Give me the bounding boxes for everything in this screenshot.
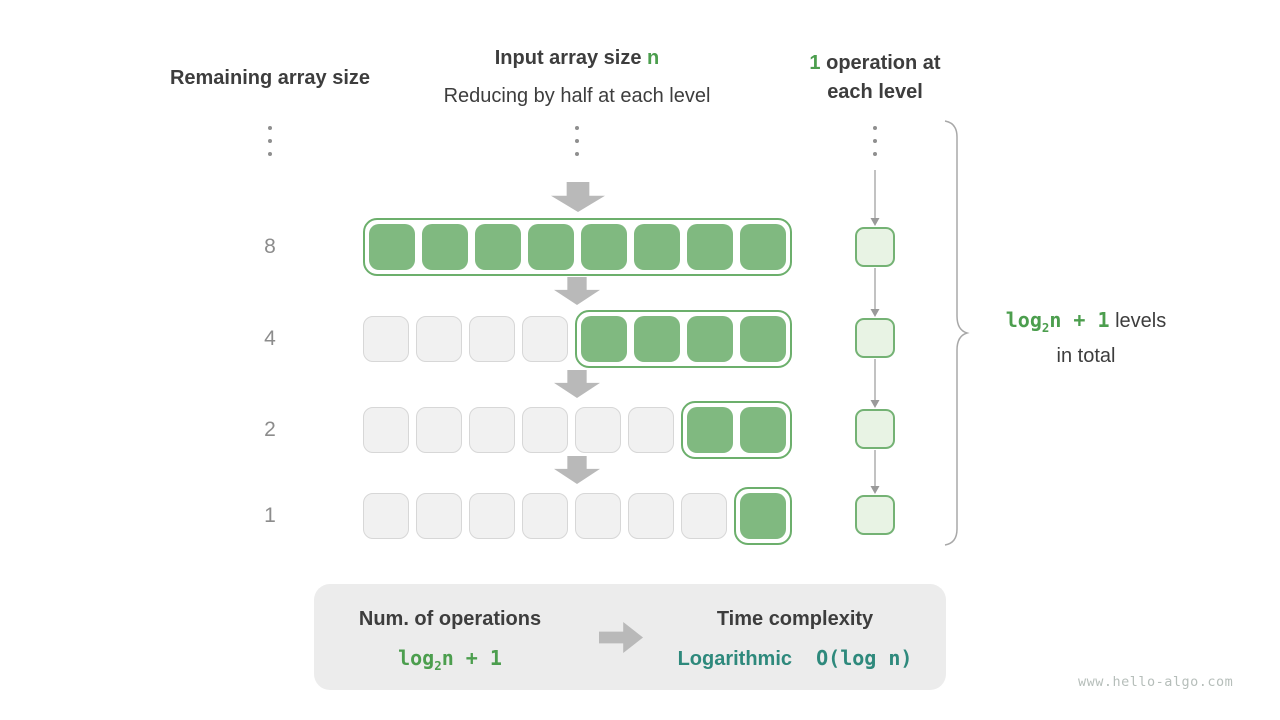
big-o-formula [792, 646, 816, 670]
array-cell-inactive [575, 493, 621, 539]
array-cell-inactive [416, 316, 462, 362]
dot-icon [575, 126, 579, 130]
operation-box [855, 409, 895, 449]
levels-total-line1: log2n + 1 levels [980, 306, 1192, 342]
big-o-formula-text: O(log n) [816, 646, 913, 670]
num-operations-block: Num. of operations log2n + 1 [340, 606, 560, 673]
array-cell-active [634, 316, 680, 362]
array-cell-active [528, 224, 574, 270]
array-row [363, 487, 792, 545]
down-arrow-icon [554, 277, 600, 305]
array-cell-inactive [469, 316, 515, 362]
array-cell-active [740, 316, 786, 362]
remaining-size-label: 8 [264, 235, 276, 258]
array-cell-inactive [522, 407, 568, 453]
array-cell-active [687, 407, 733, 453]
remaining-size-label: 1 [264, 504, 276, 527]
array-row [363, 401, 792, 459]
dot-icon [873, 152, 877, 156]
array-cell-inactive [363, 316, 409, 362]
array-cell-active [475, 224, 521, 270]
active-subarray-outline [363, 218, 792, 276]
array-cell-active [740, 407, 786, 453]
array-cell-inactive [575, 407, 621, 453]
active-subarray-outline [734, 487, 792, 545]
header-remaining-array-size: Remaining array size [169, 67, 371, 89]
right-ellipsis-dots [873, 126, 877, 156]
dot-icon [268, 126, 272, 130]
remaining-size-label: 4 [264, 327, 276, 350]
time-complexity-title: Time complexity [716, 608, 874, 630]
time-complexity-value: Logarithmic O(log n) [660, 646, 930, 671]
right-arrow-icon [599, 622, 643, 653]
array-row [363, 218, 792, 276]
down-arrow-icon [551, 182, 605, 212]
array-cell-active [687, 224, 733, 270]
array-cell-active [634, 224, 680, 270]
num-operations-formula: log2n + 1 [398, 646, 502, 673]
array-cell-inactive [469, 407, 515, 453]
array-cell-inactive [416, 493, 462, 539]
array-cell-inactive [363, 493, 409, 539]
dot-icon [268, 139, 272, 143]
header-one-operation: 1 operation at each level [787, 49, 963, 107]
dot-icon [575, 152, 579, 156]
dot-icon [268, 152, 272, 156]
levels-brace [944, 120, 970, 546]
operation-box [855, 495, 895, 535]
dot-icon [873, 139, 877, 143]
levels-total-label: log2n + 1 levels in total [980, 306, 1192, 371]
array-row [363, 310, 792, 368]
left-ellipsis-dots [268, 126, 272, 156]
array-cell-active [740, 224, 786, 270]
array-cell-inactive [416, 407, 462, 453]
down-arrow-icon [554, 456, 600, 484]
num-operations-title: Num. of operations [358, 608, 542, 630]
header-reducing-subtitle: Reducing by half at each level [443, 85, 711, 107]
watermark: www.hello-algo.com [1078, 674, 1234, 690]
operation-box [855, 318, 895, 358]
array-cell-inactive [469, 493, 515, 539]
active-subarray-outline [681, 401, 792, 459]
log-formula: log2n + 1 [1005, 308, 1110, 335]
array-cell-active [422, 224, 468, 270]
array-cell-inactive [522, 493, 568, 539]
center-ellipsis-dots [575, 126, 579, 156]
array-cell-active [369, 224, 415, 270]
down-arrow-icon [554, 370, 600, 398]
dot-icon [575, 139, 579, 143]
time-complexity-block: Time complexity Logarithmic O(log n) [660, 606, 930, 671]
header-one-accent: 1 [809, 52, 821, 74]
summary-panel [314, 584, 946, 690]
array-cell-inactive [628, 493, 674, 539]
array-cell-active [687, 316, 733, 362]
remaining-size-label: 2 [264, 418, 276, 441]
dot-icon [873, 126, 877, 130]
array-cell-inactive [681, 493, 727, 539]
array-cell-active [581, 224, 627, 270]
levels-total-line2: in total [1056, 345, 1116, 367]
array-cell-inactive [522, 316, 568, 362]
operation-box [855, 227, 895, 267]
header-input-array-size: Input array size n [437, 44, 717, 72]
array-cell-inactive [363, 407, 409, 453]
header-operation-text: operation at each level [820, 52, 941, 103]
array-cell-active [740, 493, 786, 539]
header-n-accent: n [647, 47, 660, 69]
logarithmic-word: Logarithmic [677, 648, 793, 670]
active-subarray-outline [575, 310, 792, 368]
array-cell-inactive [628, 407, 674, 453]
header-input-array-size-text: Input array size [494, 47, 648, 69]
array-cell-active [581, 316, 627, 362]
levels-text: levels [1109, 310, 1167, 332]
